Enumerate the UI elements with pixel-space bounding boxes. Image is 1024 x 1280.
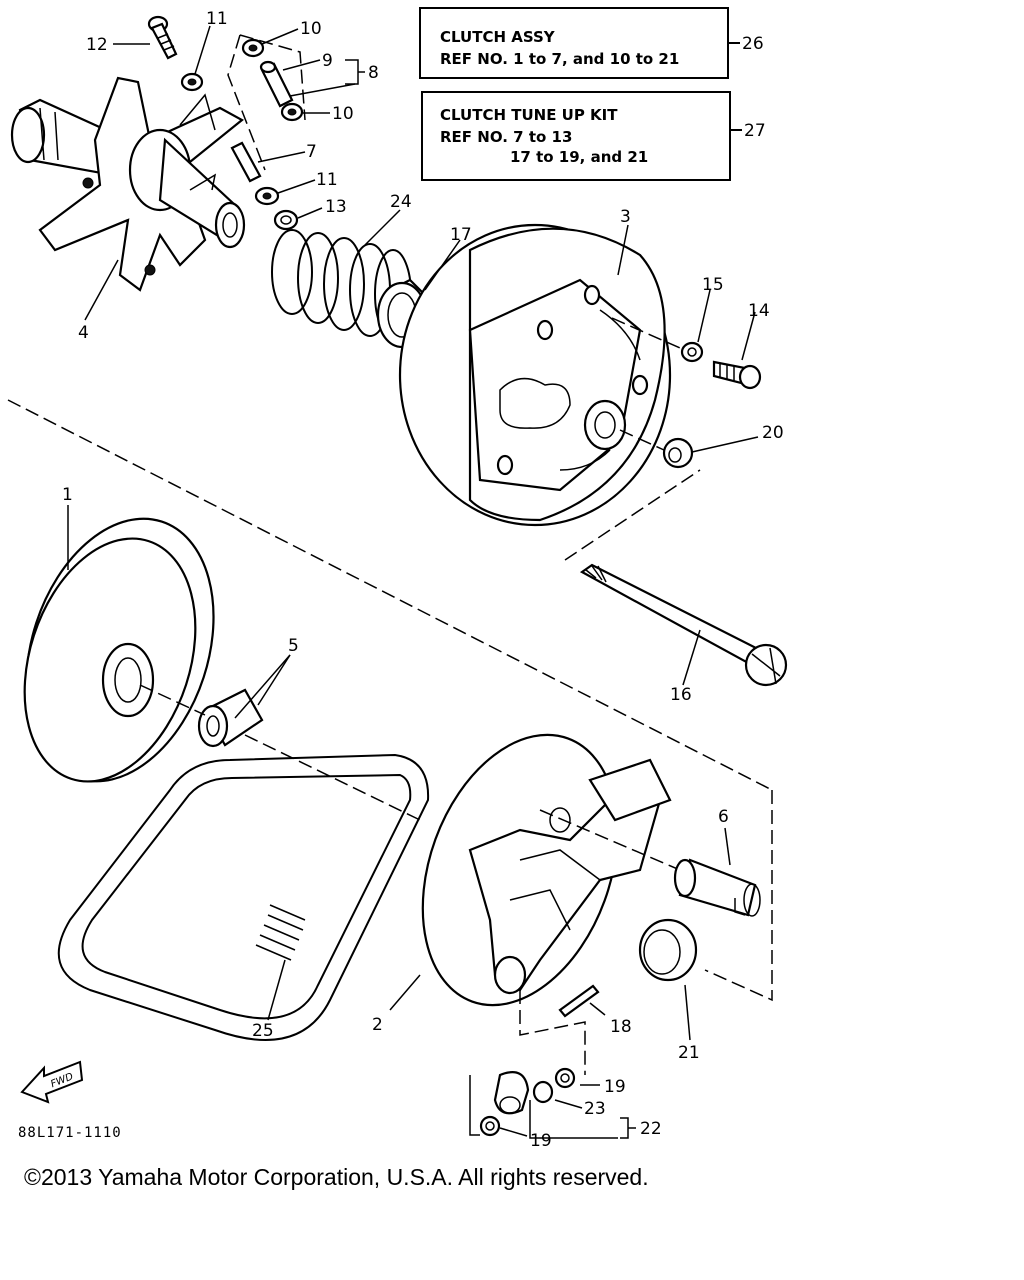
callout-22: 22 <box>640 1119 662 1139</box>
tune-kit-title: CLUTCH TUNE UP KIT <box>440 106 618 124</box>
callout-9: 9 <box>322 51 333 71</box>
copyright-notice: ©2013 Yamaha Motor Corporation, U.S.A. A… <box>24 1164 649 1190</box>
spider-assembly <box>10 76 246 292</box>
forward-arrow-icon: FWD <box>20 1060 84 1104</box>
washer-19-bottom <box>479 1115 501 1137</box>
callout-5: 5 <box>288 636 299 656</box>
tune-kit-ref-2: 17 to 19, and 21 <box>510 148 648 166</box>
callout-26: 26 <box>742 34 764 54</box>
callout-14: 14 <box>748 301 770 321</box>
callout-17: 17 <box>450 225 472 245</box>
callout-numbers: 12 11 10 9 8 10 7 11 13 24 17 3 15 14 20… <box>62 9 784 1151</box>
callout-25: 25 <box>252 1021 274 1041</box>
callout-11-top: 11 <box>206 9 228 29</box>
fixed-sheave-1 <box>23 517 215 783</box>
weight-arm-22 <box>493 1071 530 1115</box>
callout-1: 1 <box>62 485 73 505</box>
leader-lines <box>67 25 759 1139</box>
callout-18: 18 <box>610 1017 632 1037</box>
clutch-assy-title: CLUTCH ASSY <box>440 28 556 46</box>
assembly-guide-right <box>704 790 773 1002</box>
clutch-assy-box: CLUTCH ASSY REF NO. 1 to 7, and 10 to 21… <box>419 7 764 79</box>
v-belt-25 <box>57 753 430 1041</box>
sleeve-6 <box>673 858 761 917</box>
bolt-16 <box>579 563 788 687</box>
callout-15: 15 <box>702 275 724 295</box>
callout-23: 23 <box>584 1099 606 1119</box>
clutch-cover-3 <box>398 223 672 527</box>
bushing-13 <box>273 209 299 231</box>
bolt-12 <box>147 15 178 60</box>
assembly-guide-bolt <box>564 469 701 561</box>
callout-19-bottom: 19 <box>530 1131 552 1151</box>
movable-sheave-2 <box>421 733 672 1007</box>
clutch-tune-up-kit-box: CLUTCH TUNE UP KIT REF NO. 7 to 13 17 to… <box>421 91 766 181</box>
callout-21: 21 <box>678 1043 700 1063</box>
diagram-code: 88L171-1110 <box>18 1125 122 1141</box>
callout-12: 12 <box>86 35 108 55</box>
callout-16: 16 <box>670 685 692 705</box>
divider-line <box>7 399 773 791</box>
callout-10-bottom: 10 <box>332 104 354 124</box>
callout-3: 3 <box>620 207 631 227</box>
nut-15 <box>680 341 704 363</box>
callout-20: 20 <box>762 423 784 443</box>
tune-kit-ref-1: REF NO. 7 to 13 <box>440 128 572 146</box>
callout-2: 2 <box>372 1015 383 1035</box>
bushing-23 <box>532 1080 554 1104</box>
callout-19-top: 19 <box>604 1077 626 1097</box>
callout-4: 4 <box>78 323 89 343</box>
callout-6: 6 <box>718 807 729 827</box>
pin-7 <box>230 141 262 183</box>
ring-21 <box>638 918 698 982</box>
callout-13: 13 <box>325 197 347 217</box>
pin-18 <box>558 984 600 1018</box>
callout-10-top: 10 <box>300 19 322 39</box>
callout-27: 27 <box>744 121 766 141</box>
washer-19-top <box>554 1067 576 1089</box>
callout-8: 8 <box>368 63 379 83</box>
spring-24 <box>271 229 412 339</box>
callout-24: 24 <box>390 192 412 212</box>
washer-20 <box>662 437 694 469</box>
callout-7: 7 <box>306 142 317 162</box>
callout-11-bottom: 11 <box>316 170 338 190</box>
clutch-assy-ref: REF NO. 1 to 7, and 10 to 21 <box>440 50 679 68</box>
bolt-14 <box>712 360 762 390</box>
